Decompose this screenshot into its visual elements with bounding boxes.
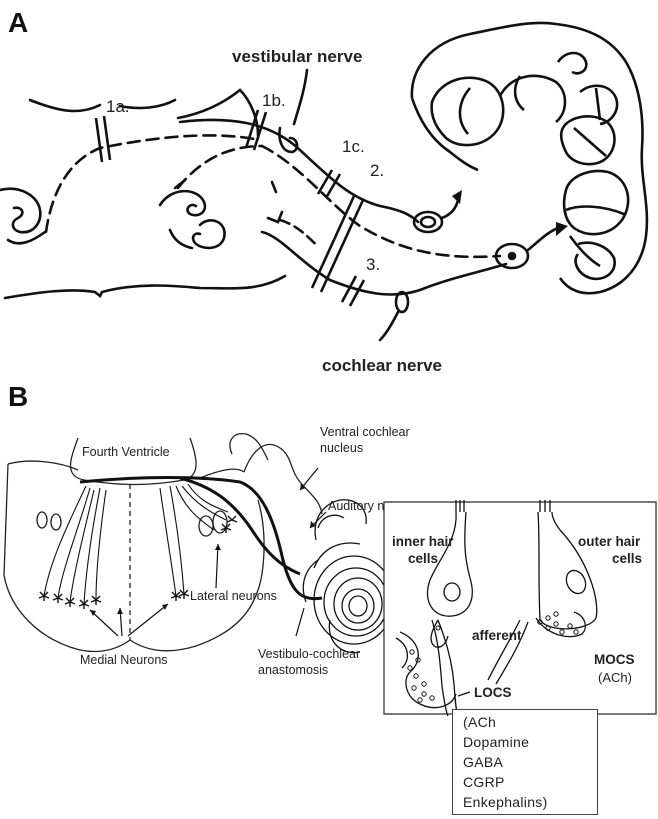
afferent-label: afferent bbox=[472, 628, 522, 643]
ventral-cochlear-label-2: nucleus bbox=[320, 441, 363, 455]
locs-transmitter-0: (ACh bbox=[463, 714, 496, 730]
panel-b-cochlea bbox=[303, 500, 394, 653]
panel-a-brainstem bbox=[0, 90, 297, 298]
mocs-label: MOCS bbox=[594, 652, 635, 667]
locs-transmitter-4: Enkephalins) bbox=[463, 794, 548, 810]
marker-3: 3. bbox=[366, 255, 380, 274]
panel-b-leader-lines bbox=[90, 468, 326, 636]
cochlear-nerve-label: cochlear nerve bbox=[322, 356, 442, 375]
marker-1c: 1c. bbox=[342, 137, 365, 156]
locs-transmitter-box: (ACh Dopamine GABA CGRP Enkephalins) bbox=[452, 709, 598, 815]
panel-b-letter: B bbox=[8, 381, 28, 412]
panel-b-brainstem bbox=[4, 434, 322, 652]
panel-b-main-bundle bbox=[80, 478, 322, 599]
panel-a-cochlea bbox=[412, 23, 647, 293]
vestibulo-cochlear-label-2: anastomosis bbox=[258, 663, 328, 677]
marker-1a: 1a. bbox=[106, 97, 130, 116]
outer-hair-cells-label-2: cells bbox=[612, 551, 642, 566]
inner-hair-cells-label-2: cells bbox=[408, 551, 438, 566]
outer-hair-cells-label-1: outer hair bbox=[578, 534, 641, 549]
locs-transmitter-3: CGRP bbox=[463, 774, 505, 790]
mocs-transmitter-label: (ACh) bbox=[598, 670, 632, 685]
locs-transmitter-1: Dopamine bbox=[463, 734, 529, 750]
panel-a-letter: A bbox=[8, 7, 28, 38]
marker-2: 2. bbox=[370, 161, 384, 180]
lateral-neurons-label: Lateral neurons bbox=[190, 589, 277, 603]
marker-1b: 1b. bbox=[262, 91, 286, 110]
vestibulo-cochlear-label-1: Vestibulo-cochlear bbox=[258, 647, 360, 661]
ventral-cochlear-label-1: Ventral cochlear bbox=[320, 425, 410, 439]
medial-neurons-label: Medial Neurons bbox=[80, 653, 168, 667]
fourth-ventricle-label: Fourth Ventricle bbox=[82, 445, 170, 459]
panel-b-efferent-fibers bbox=[44, 484, 228, 604]
locs-transmitter-2: GABA bbox=[463, 754, 503, 770]
locs-label: LOCS bbox=[474, 685, 512, 700]
inner-hair-cells-label-1: inner hair bbox=[392, 534, 454, 549]
vestibular-nerve-label: vestibular nerve bbox=[232, 47, 362, 66]
panel-a-arrowheads bbox=[452, 190, 568, 236]
